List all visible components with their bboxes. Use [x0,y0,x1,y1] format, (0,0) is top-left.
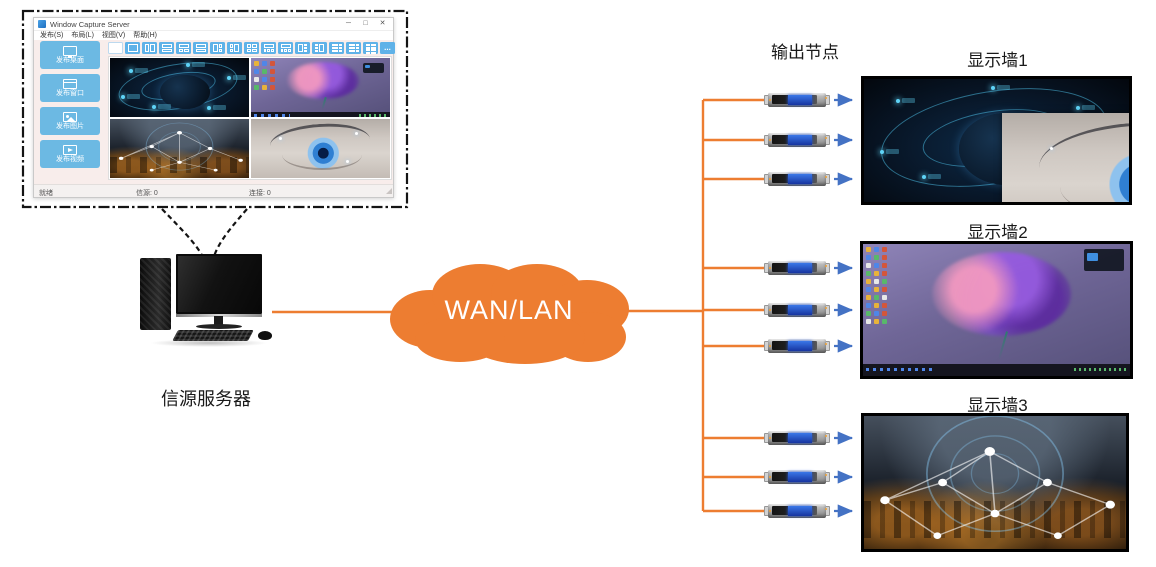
wall1-space-dashboard [864,79,1129,202]
menu-help[interactable]: 帮助(H) [133,32,157,39]
cloud-label: WAN/LAN [444,295,574,326]
wall3-city-network [864,416,1126,549]
lower-lid-arc [281,139,363,170]
layout-button-2row[interactable] [159,42,174,54]
wall2-purple-desktop [863,244,1130,376]
close-icon[interactable]: ✕ [379,20,386,27]
display-wall-2 [861,242,1132,378]
wan-lan-cloud: WAN/LAN [385,255,633,367]
desktop-widget [363,63,384,74]
wall3-label: 显示墙3 [967,396,1028,415]
output-node-device-6 [764,339,830,353]
taskbar [251,111,390,117]
window-body: 发布桌面 发布窗口 发布图片 发布视频 [34,40,395,184]
network-mesh [118,122,243,172]
video-icon [63,145,77,155]
layout-button-left3-right1[interactable] [312,42,327,54]
window-titlebar: Window Capture Server ─ □ ✕ [34,18,393,31]
display-wall-1 [862,77,1131,204]
image-icon [63,112,77,122]
pc-monitor [176,254,262,317]
wall2-label: 显示墙2 [967,223,1028,242]
layout-button-top1-bottom2[interactable] [176,42,191,54]
layout-button-left2-right1[interactable] [227,42,242,54]
output-node-device-8 [764,470,830,484]
resize-grip[interactable] [386,188,392,194]
output-node-device-5 [764,303,830,317]
preview-eye-image[interactable] [251,119,390,178]
layout-button-3x3[interactable] [329,42,344,54]
desktop-widget [1083,249,1124,272]
publish-image-button[interactable]: 发布图片 [40,107,100,135]
layout-button-top1-bottom3[interactable] [261,42,276,54]
layout-button-left1-right3[interactable] [295,42,310,54]
layout-button-2x2[interactable] [244,42,259,54]
source-server-label: 信源服务器 [161,389,251,409]
status-ready: 就绪 [39,190,53,197]
layout-button-single-selected[interactable] [108,42,123,54]
sidebar: 发布桌面 发布窗口 发布图片 发布视频 [34,40,106,184]
output-nodes-label: 输出节点 [771,43,839,62]
layout-button-4x4[interactable] [363,42,378,54]
publish-window-label: 发布窗口 [56,90,84,97]
layout-button-more[interactable]: ... [380,42,395,54]
output-node-device-1 [764,93,830,107]
monitor-base [196,324,242,329]
app-icon [38,20,46,28]
desktop-icons [254,61,275,90]
taskbar [863,364,1130,376]
preview-space-dashboard[interactable] [110,58,249,117]
publish-video-label: 发布视频 [56,156,84,163]
layout-button-left1-right2[interactable] [210,42,225,54]
layout-button-3x3-alt[interactable] [346,42,361,54]
wall1-label: 显示墙1 [967,51,1028,70]
cloud-shape [390,264,629,364]
minimize-icon[interactable]: ─ [346,20,351,27]
menu-view[interactable]: 视图(V) [101,32,126,39]
output-node-device-3 [764,172,830,186]
pc-keyboard [172,330,254,341]
blue-arrows [834,93,854,518]
computer-shadow [150,339,268,347]
window-title: Window Capture Server [50,19,130,29]
publish-desktop-button[interactable]: 发布桌面 [40,41,100,69]
layout-button-1[interactable] [125,42,140,54]
status-connections: 连接: 0 [249,190,271,197]
layout-button-top-bottom[interactable] [193,42,208,54]
flower-wallpaper [287,61,360,100]
window-icon [63,79,77,89]
menu-bar: 发布(S) 布局(L) 视图(V) 帮助(H) [34,31,393,40]
wall1-eye-overlay [1002,113,1129,202]
layout-toolbar: ... [108,41,395,55]
status-bar: 就绪 信源: 0 连接: 0 [34,184,393,197]
display-wall-3 [862,414,1128,551]
publish-window-button[interactable]: 发布窗口 [40,74,100,102]
layout-button-2col[interactable] [142,42,157,54]
layout-button-topbig-bottom3[interactable] [278,42,293,54]
publish-desktop-label: 发布桌面 [56,57,84,64]
maximize-icon[interactable]: □ [363,20,368,27]
output-node-device-9 [764,504,830,518]
output-node-device-7 [764,431,830,445]
menu-publish[interactable]: 发布(S) [40,32,64,39]
status-sources: 信源: 0 [136,190,158,197]
pc-mouse [258,331,272,340]
preview-grid [108,56,392,180]
output-node-device-4 [764,261,830,275]
preview-purple-desktop[interactable] [251,58,390,117]
network-mesh [880,416,1115,540]
preview-city-network[interactable] [110,119,249,178]
output-node-device-2 [764,133,830,147]
menu-layout[interactable]: 布局(L) [71,32,94,39]
desktop-icon [63,46,77,58]
pc-tower [140,258,171,330]
desktop-icons [866,247,887,324]
publish-image-label: 发布图片 [56,123,84,130]
monitor-stand [214,316,223,325]
capture-server-window: Window Capture Server ─ □ ✕ 发布(S) 布局(L) … [33,17,395,198]
publish-video-button[interactable]: 发布视频 [40,140,100,168]
flower-wallpaper [932,251,1072,337]
